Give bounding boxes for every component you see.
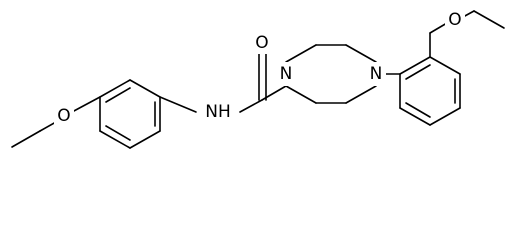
bond-ring1-2	[129, 79, 161, 98]
bond-o-aryl	[71, 96, 101, 113]
chemical-structure-diagram: O NH O N N O	[11, 10, 505, 149]
atom-labels: O NH O N N O	[54, 10, 465, 126]
bond-carbonyl-n	[261, 85, 287, 101]
bond-ring1-4	[129, 130, 161, 149]
atom-nh-amide: NH	[205, 102, 231, 122]
atom-o-ethoxy: O	[57, 106, 70, 126]
bonds	[11, 10, 505, 149]
bond-aryl2-o-connector	[429, 22, 448, 34]
atom-n-piperazine-left: N	[280, 64, 293, 84]
bond-ring2-4	[429, 107, 461, 126]
atom-o-carbonyl: O	[255, 33, 268, 53]
bond-aryl-nh	[159, 96, 197, 113]
bond-pip-6	[285, 85, 317, 104]
bond-ethyl-ch3	[11, 130, 41, 148]
atom-n-piperazine-right: N	[370, 64, 383, 84]
bond-ring1-1	[99, 79, 131, 98]
bond-ring2-5	[399, 107, 431, 126]
atom-o-methoxy: O	[448, 10, 461, 30]
bond-pip-4	[345, 85, 377, 104]
bond-ring1-double-a	[105, 87, 131, 103]
bond-pip-1	[285, 44, 317, 63]
bond-ring1-5	[99, 130, 131, 149]
bond-ring1-double-c	[105, 125, 131, 141]
bond-ring2-double-c	[405, 102, 431, 118]
bond-nh-carbonyl	[239, 99, 263, 113]
bond-ethyl-ch2-o	[39, 121, 57, 132]
bond-ring2-1	[399, 56, 431, 75]
bond-pip-3	[345, 44, 377, 63]
bond-methyl	[473, 10, 505, 29]
bond-ring2-double-a	[405, 64, 431, 80]
bond-ring2-2	[429, 56, 461, 75]
